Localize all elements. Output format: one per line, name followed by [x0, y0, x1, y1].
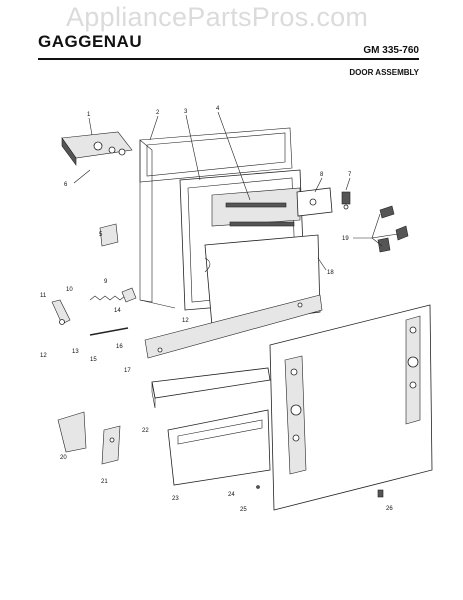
callout-6: 6 — [64, 182, 68, 188]
brand-logo: GAGGENAU — [38, 32, 143, 51]
watermark: AppliancePartsPros.com — [66, 2, 369, 32]
part-7-clip — [341, 191, 351, 210]
callout-22: 22 — [142, 428, 149, 434]
callout-14: 14 — [114, 308, 121, 314]
model-number: GM 335-760 — [363, 45, 419, 56]
callout-23: 23 — [172, 496, 179, 502]
part-1-control-module — [61, 131, 133, 166]
callout-9: 9 — [104, 279, 108, 285]
part-2-door-frame — [139, 127, 293, 309]
part-4-label-plate — [211, 187, 301, 227]
callout-5: 5 — [99, 232, 103, 238]
callout-15: 15 — [90, 357, 97, 363]
callout-21: 21 — [101, 479, 108, 485]
callout-20: 20 — [60, 455, 67, 461]
callout-3: 3 — [184, 109, 188, 115]
callout-11: 11 — [40, 293, 47, 299]
part-26-screw — [377, 489, 384, 498]
section-title: DOOR ASSEMBLY — [349, 68, 419, 77]
callout-2: 2 — [156, 110, 160, 116]
part-11-hinge-arm — [51, 299, 71, 325]
part-22-trim-strip — [151, 367, 271, 409]
callout-1: 1 — [87, 112, 91, 118]
callout-17: 17 — [124, 368, 131, 374]
callout-13: 13 — [72, 349, 79, 355]
part-19-latch-set — [371, 205, 409, 253]
part-8-bracket — [296, 187, 333, 217]
part-17-rail — [144, 294, 323, 359]
callout-16: 16 — [116, 344, 123, 350]
part-10-spring — [89, 287, 137, 303]
callout-26: 26 — [386, 506, 393, 512]
callout-24: 24 — [228, 492, 235, 498]
part-5-hinge — [99, 223, 119, 247]
callout-12-right: 12 — [182, 318, 189, 324]
part-25-front-panel — [269, 304, 433, 511]
callout-4: 4 — [216, 106, 220, 112]
callout-10: 10 — [66, 287, 73, 293]
part-23-lower-panel — [167, 409, 271, 486]
callout-7: 7 — [348, 172, 352, 178]
part-21-hinge-arm — [101, 425, 121, 465]
callout-19: 19 — [342, 236, 349, 242]
callout-leaders — [73, 111, 372, 271]
part-20-hinge-bracket — [57, 411, 87, 453]
callout-18: 18 — [327, 270, 334, 276]
callout-25: 25 — [240, 507, 247, 513]
callout-12-left: 12 — [40, 353, 47, 359]
header-rule — [38, 58, 419, 60]
part-24-pin — [256, 485, 260, 489]
part-15-rod — [89, 327, 129, 336]
callout-8: 8 — [320, 172, 324, 178]
